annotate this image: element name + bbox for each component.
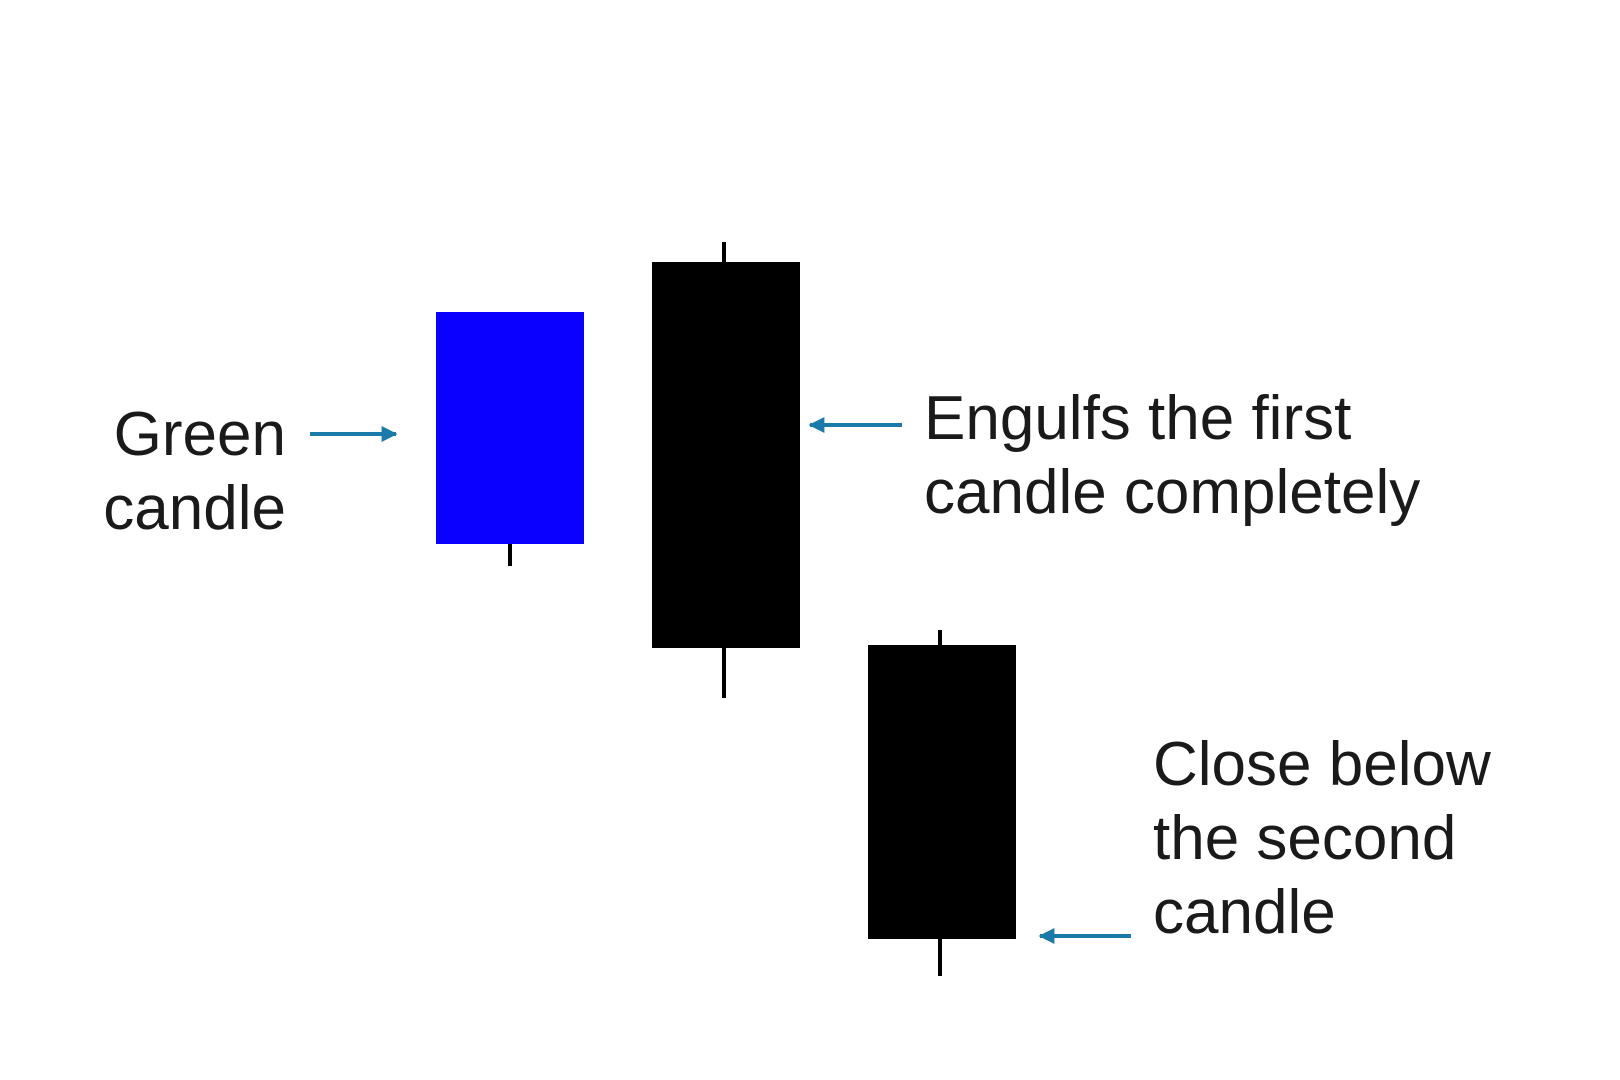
label-green-candle-line-1: Green bbox=[113, 400, 286, 469]
label-close-below-line-3: candle bbox=[1153, 878, 1336, 947]
candle-3-body bbox=[868, 645, 1016, 939]
label-close-below-line-2: the second bbox=[1153, 804, 1457, 873]
candle-2-engulfing bbox=[652, 242, 800, 698]
label-engulfs-line-2: candle completely bbox=[924, 458, 1421, 527]
label-engulfs: Engulfs the first candle completely bbox=[924, 382, 1420, 530]
label-close-below: Close below the second candle bbox=[1153, 728, 1491, 950]
candle-2-body bbox=[652, 262, 800, 648]
label-engulfs-line-1: Engulfs the first bbox=[924, 384, 1352, 453]
candle-1-green bbox=[436, 312, 584, 566]
label-green-candle: Green candle bbox=[60, 398, 286, 546]
candle-1-body bbox=[436, 312, 584, 544]
label-green-candle-line-2: candle bbox=[103, 474, 286, 543]
candle-3-close-below bbox=[868, 630, 1016, 976]
label-close-below-line-1: Close below bbox=[1153, 730, 1491, 799]
